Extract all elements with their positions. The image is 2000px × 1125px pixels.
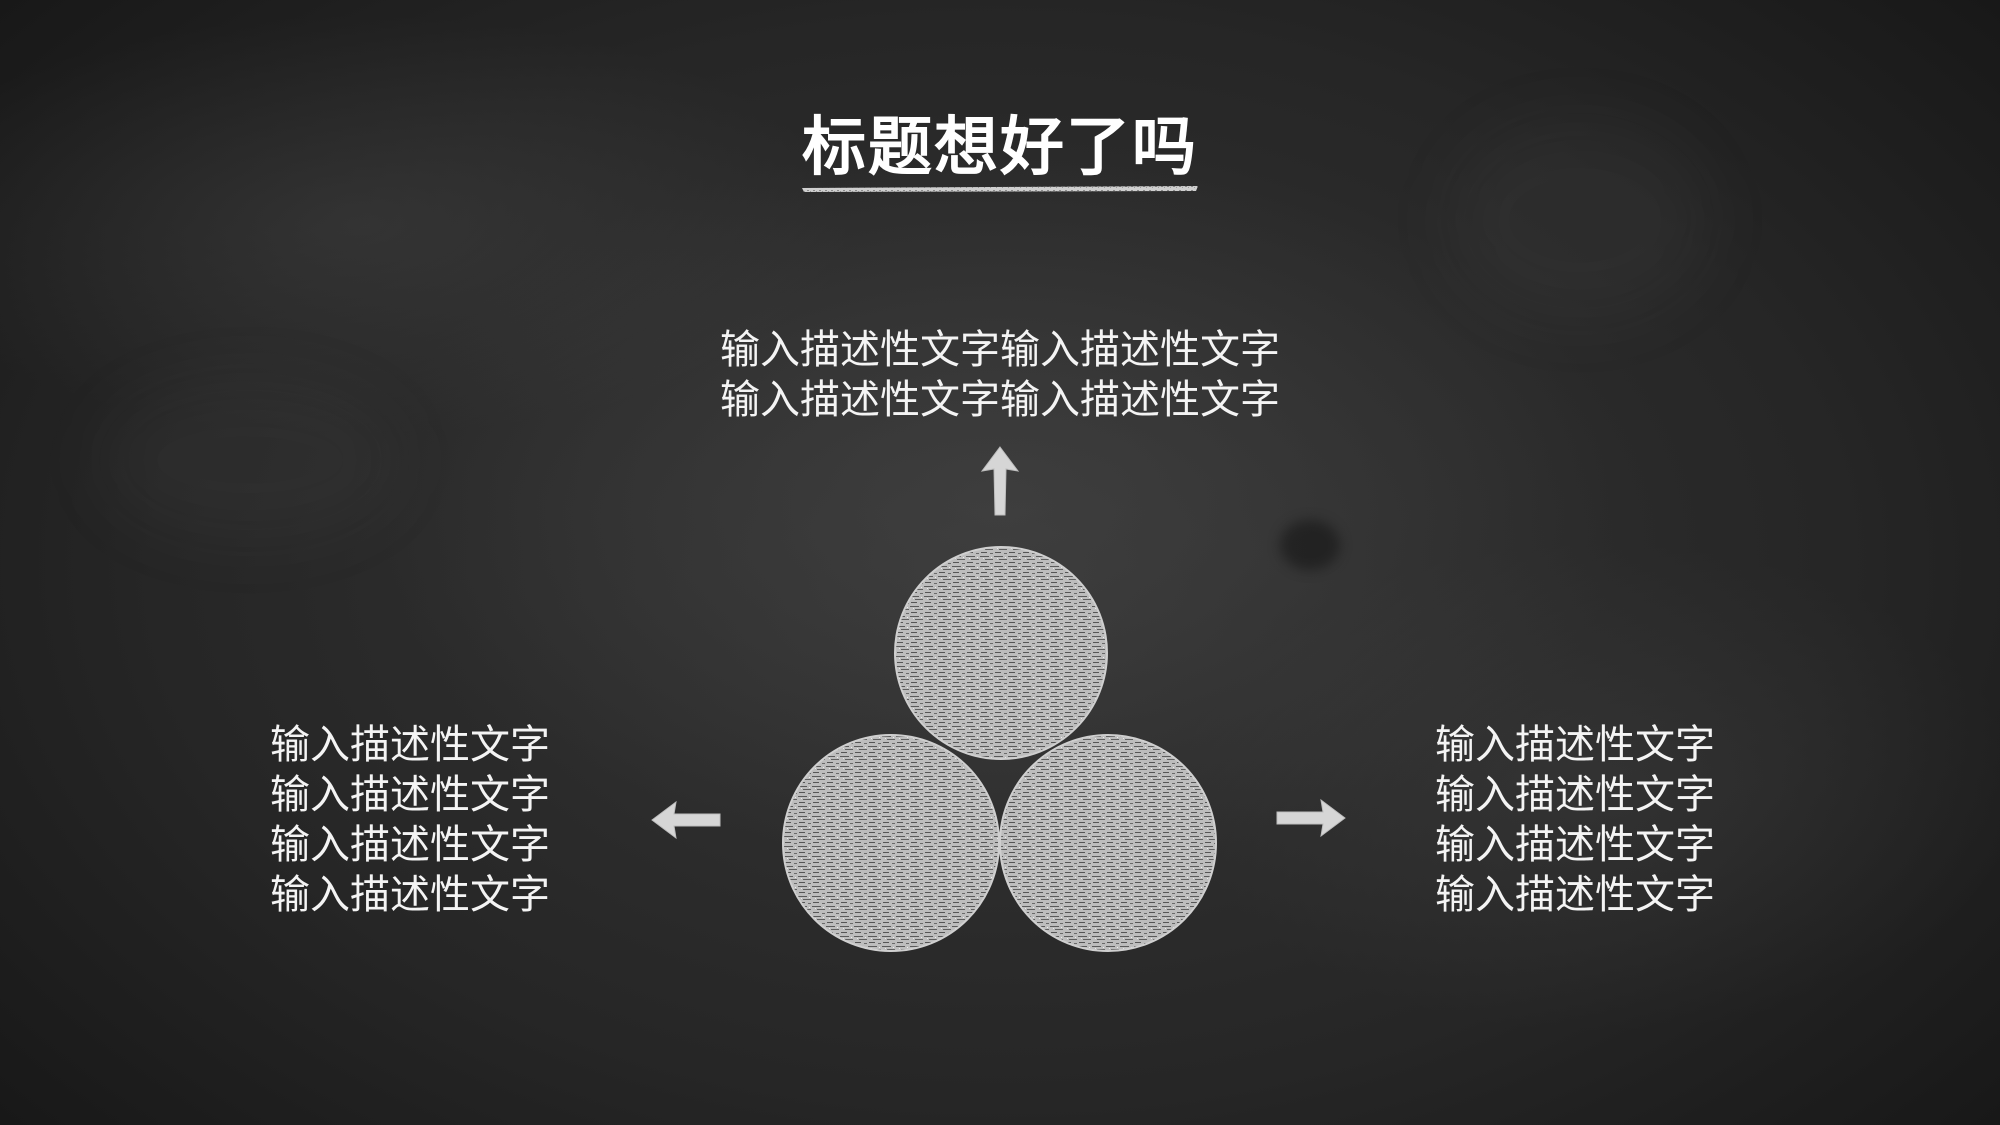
slide-title: 标题想好了吗 <box>802 111 1198 185</box>
board-smudge <box>1450 120 1710 320</box>
title-underline <box>802 186 1198 192</box>
left-description-line: 输入描述性文字 <box>270 872 550 918</box>
top-description-line: 输入描述性文字输入描述性文字 <box>720 327 1280 373</box>
top-description-line: 输入描述性文字输入描述性文字 <box>720 377 1280 423</box>
arrow-up-icon <box>980 446 1020 516</box>
left-description: 输入描述性文字 输入描述性文字 输入描述性文字 输入描述性文字 <box>270 720 590 920</box>
board-smudge <box>100 380 400 540</box>
left-description-line: 输入描述性文字 <box>270 722 550 768</box>
top-description: 输入描述性文字输入描述性文字 输入描述性文字输入描述性文字 <box>0 325 2000 425</box>
right-description-line: 输入描述性文字 <box>1435 872 1715 918</box>
left-description-line: 输入描述性文字 <box>270 772 550 818</box>
right-description: 输入描述性文字 输入描述性文字 输入描述性文字 输入描述性文字 <box>1435 720 1755 920</box>
three-circle-diagram <box>782 546 1217 952</box>
circle-bottom-left <box>782 734 1000 952</box>
right-description-line: 输入描述性文字 <box>1435 822 1715 868</box>
circle-bottom-right <box>999 734 1217 952</box>
arrow-right-icon <box>1276 798 1346 838</box>
right-description-line: 输入描述性文字 <box>1435 722 1715 768</box>
left-description-line: 输入描述性文字 <box>270 822 550 868</box>
arrow-left-icon <box>651 800 721 840</box>
right-description-line: 输入描述性文字 <box>1435 772 1715 818</box>
circle-top <box>894 546 1108 760</box>
board-smudge <box>1280 520 1340 570</box>
